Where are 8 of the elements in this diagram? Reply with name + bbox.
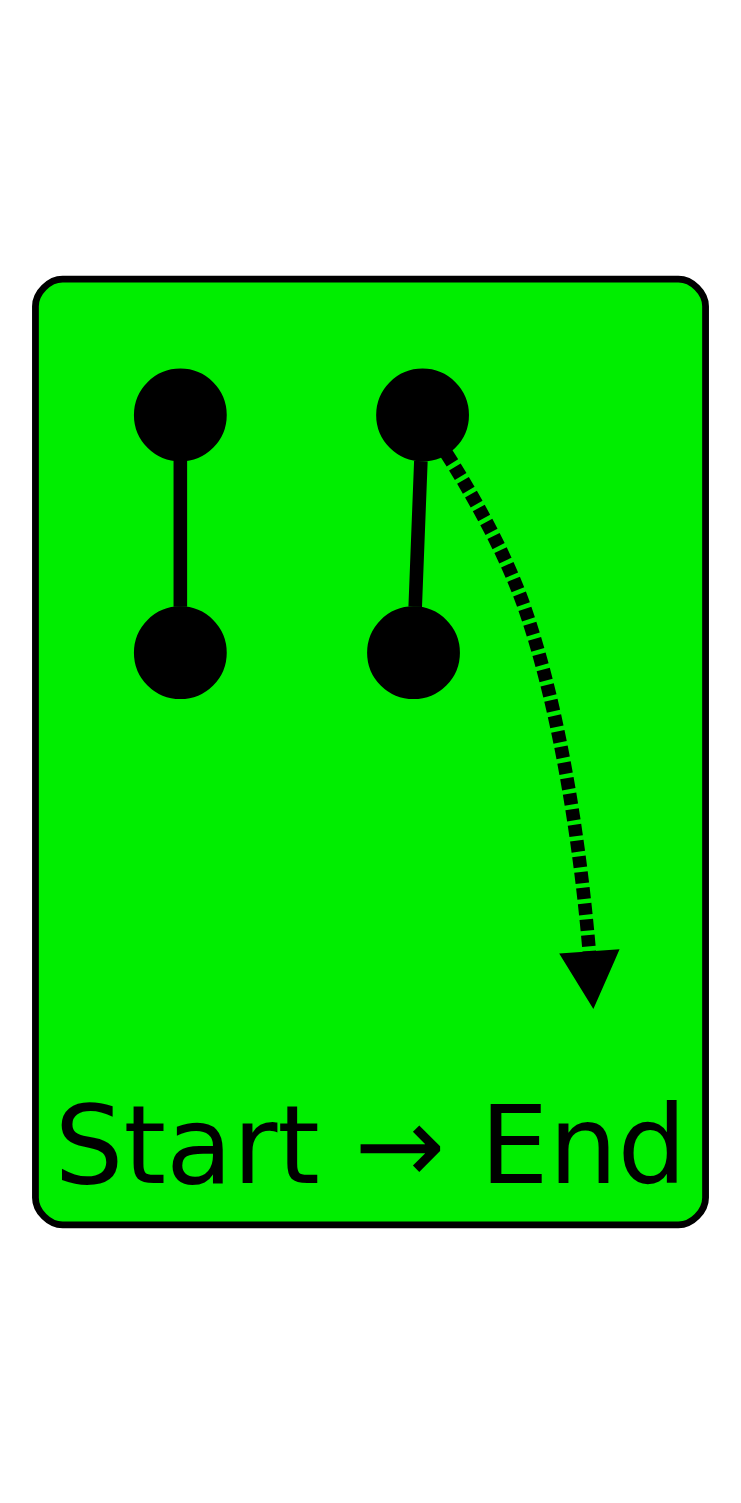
- node-circle: [376, 368, 469, 461]
- node-circle: [133, 368, 227, 461]
- connector: [408, 460, 428, 607]
- connector: [173, 460, 188, 607]
- cluster: Start → End: [32, 275, 709, 1228]
- node-circle: [133, 605, 227, 699]
- node-circle: [367, 605, 460, 699]
- arrow: [440, 449, 620, 1009]
